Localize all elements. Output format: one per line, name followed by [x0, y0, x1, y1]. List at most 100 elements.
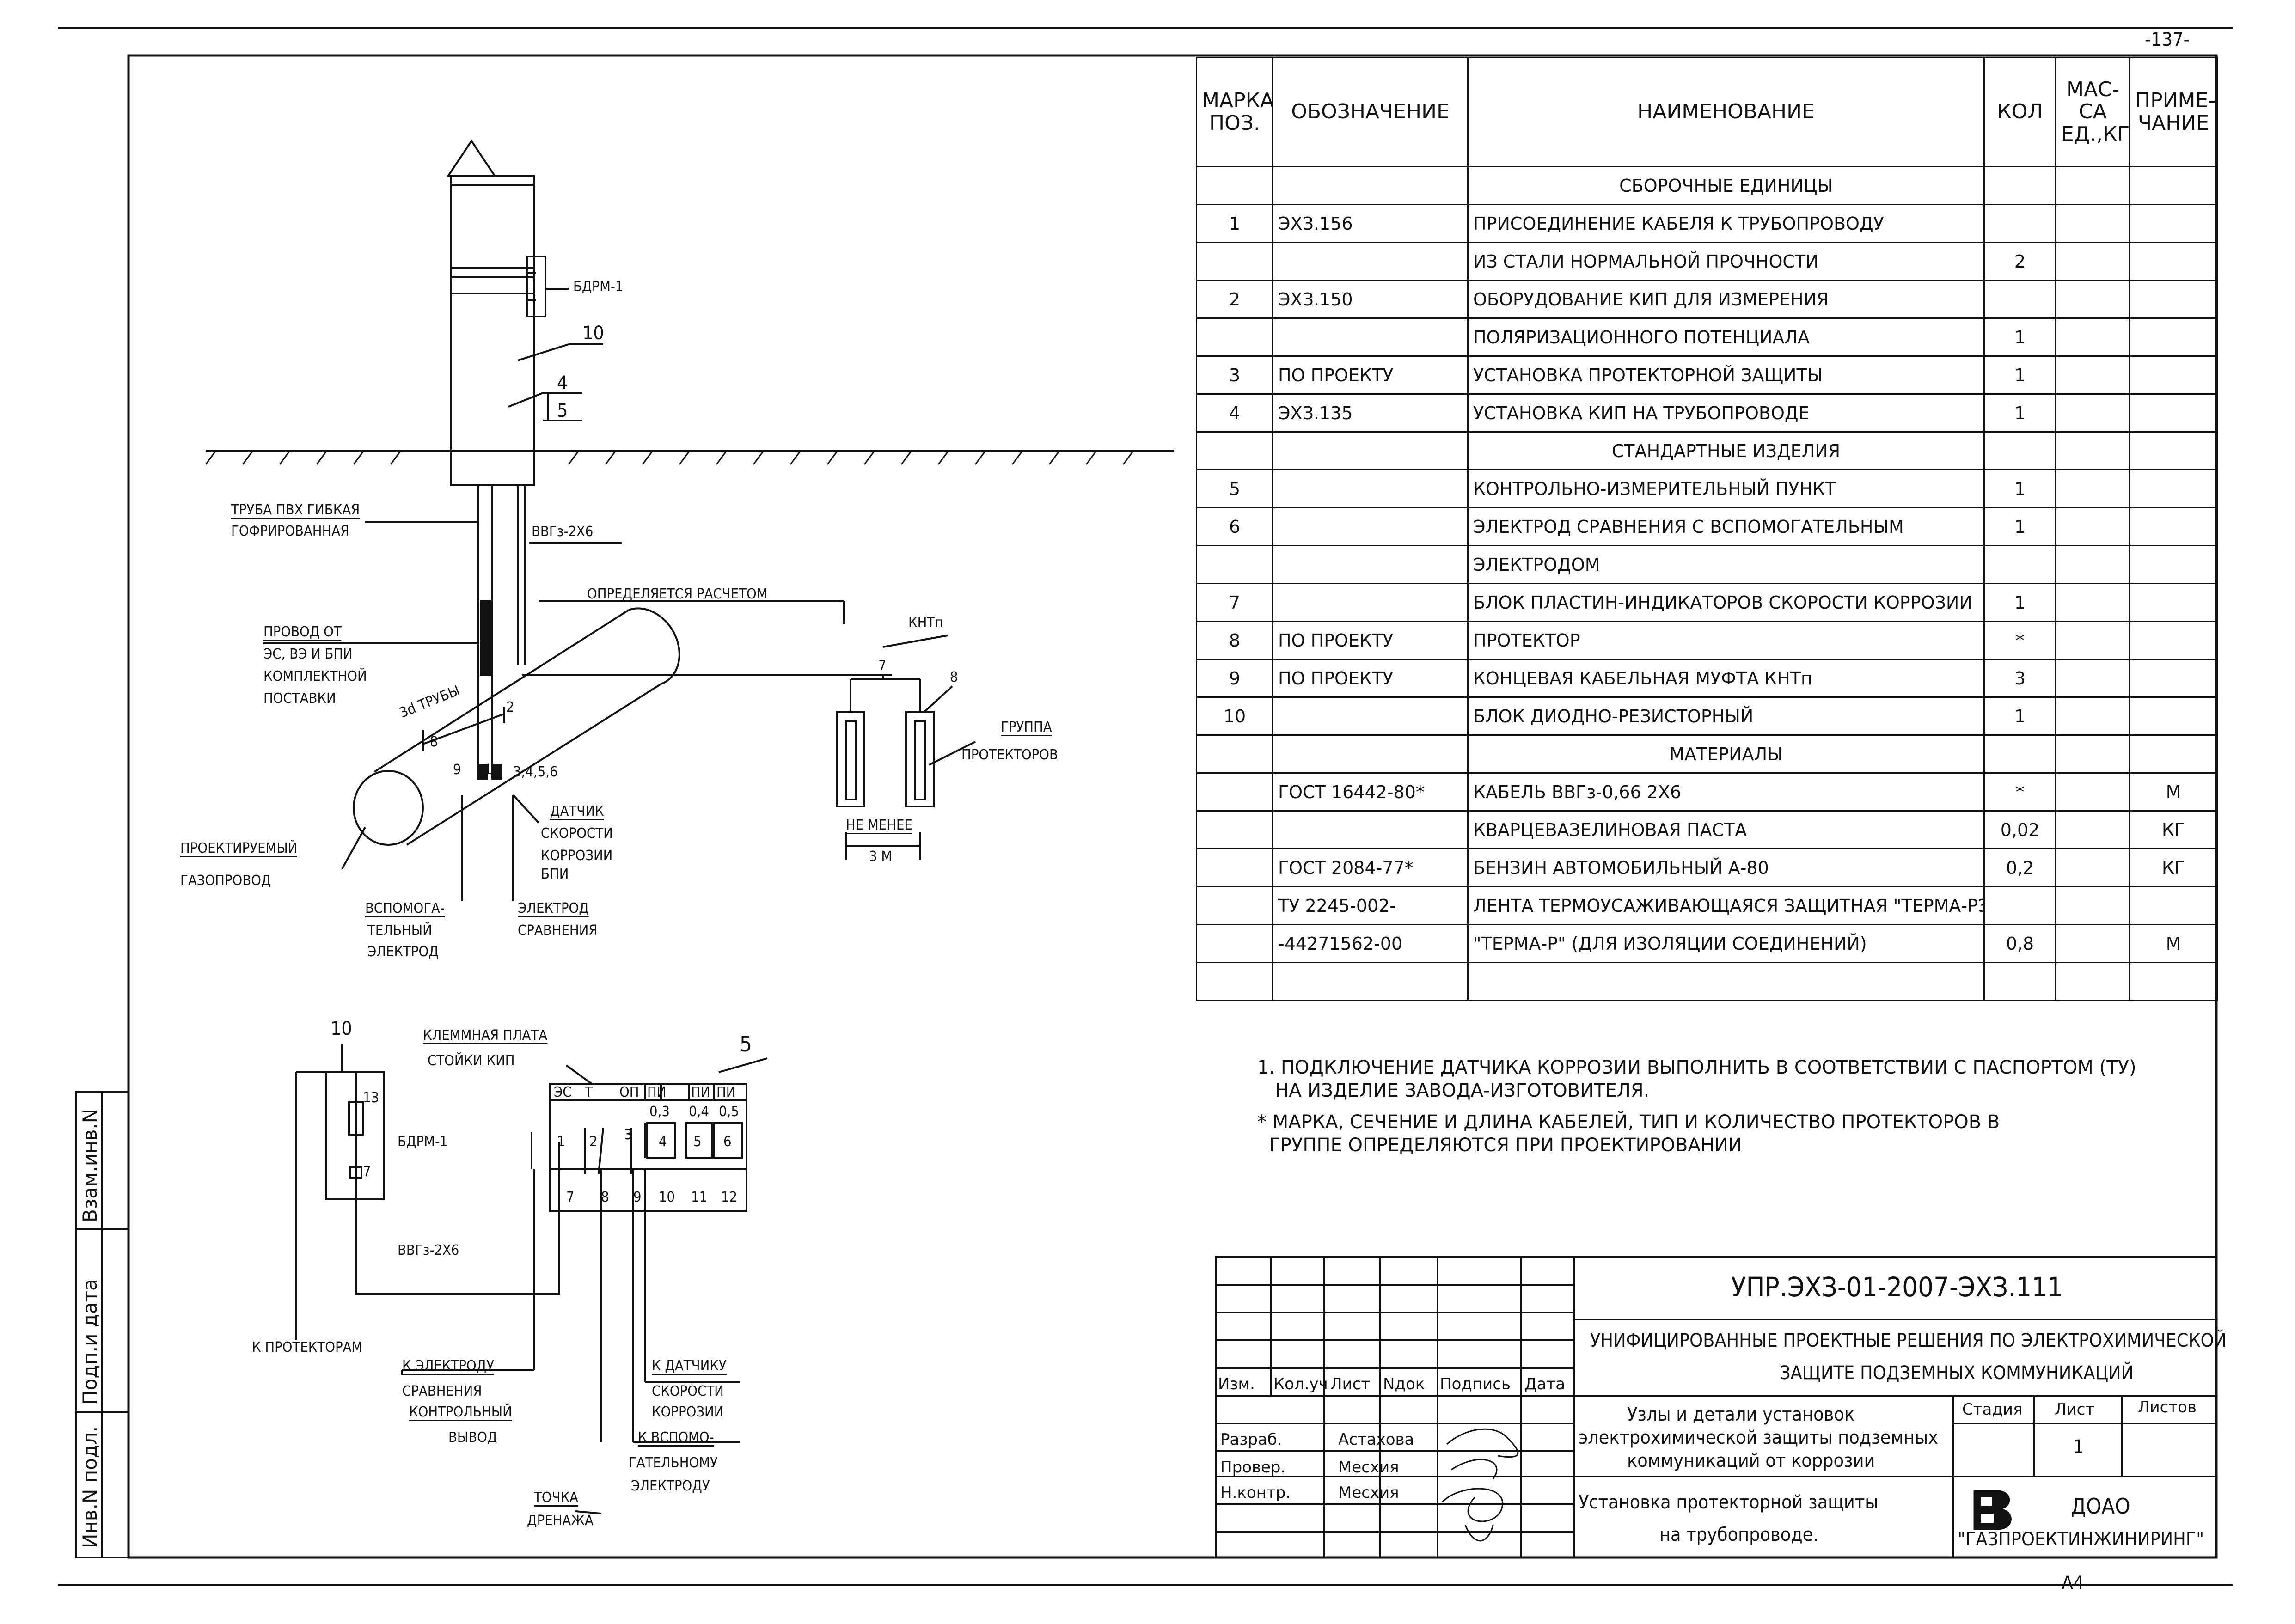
term-pi-2: ПИ — [691, 1084, 710, 1100]
pos-8b-callout: 8 — [950, 669, 958, 685]
cell-mass — [2055, 204, 2130, 243]
org-logo-icon — [1973, 1490, 2012, 1530]
cell-code: ЭХЗ.135 — [1272, 393, 1469, 433]
cell-code: ЭХЗ.156 — [1272, 204, 1469, 243]
tb-col-date: Дата — [1524, 1375, 1566, 1393]
cell-qty: 3 — [1983, 659, 2056, 698]
spec-header-row: МАРКА ПОЗ. ОБОЗНАЧЕНИЕ НАИМЕНОВАНИЕ КОЛ … — [1196, 57, 2218, 167]
sensor-label-2: СКОРОСТИ — [541, 825, 613, 842]
cell-name: БЛОК ПЛАСТИН-ИНДИКАТОРОВ СКОРОСТИ КОРРОЗ… — [1467, 583, 1985, 622]
cell-qty: 1 — [1983, 469, 2056, 508]
pi-value-2: 0,4 — [689, 1104, 709, 1120]
cell-code: ГОСТ 2084-77* — [1272, 848, 1469, 887]
pos-8-callout: 8 — [430, 734, 438, 750]
cell-code — [1272, 962, 1469, 1001]
cell-qty: * — [1983, 772, 2056, 812]
cell-mass — [2055, 924, 2130, 963]
tb-col-ndok: Nдок — [1383, 1375, 1425, 1393]
table-cell — [2129, 431, 2218, 470]
cell-qty: 0,2 — [1983, 848, 2056, 887]
table-cell — [2129, 734, 2218, 774]
to-aux-label-3: ЭЛЕКТРОДУ — [631, 1478, 710, 1494]
pi-value-1: 0,3 — [649, 1104, 670, 1120]
to-sensor-label-1: К ДАТЧИКУ — [652, 1358, 727, 1375]
table-cell — [1272, 166, 1469, 205]
project-title-2: ЗАЩИТЕ ПОДЗЕМНЫХ КОММУНИКАЦИЙ — [1780, 1362, 2134, 1384]
ref-electrode-label-1: ЭЛЕКТРОД — [518, 900, 589, 917]
cell-code: ГОСТ 16442-80* — [1272, 772, 1469, 812]
cell-name: ПРИСОЕДИНЕНИЕ КАБЕЛЯ К ТРУБОПРОВОДУ — [1467, 204, 1985, 243]
cell-pos: 4 — [1196, 393, 1273, 433]
aux-electrode-label-3: ЭЛЕКТРОД — [367, 944, 439, 960]
pipeline-label-1: ПРОЕКТИРУЕМЫЙ — [180, 840, 298, 857]
stamp-inv-orig: Инв.N подл. — [79, 1426, 101, 1548]
notes: 1. ПОДКЛЮЧЕНИЕ ДАТЧИКА КОРРОЗИИ ВЫПОЛНИТ… — [1257, 1056, 2182, 1165]
wire-label-1: ПРОВОД ОТ — [263, 624, 342, 641]
pos-5-callout: 5 — [557, 400, 568, 421]
cell-note — [2129, 886, 2218, 925]
cell-note — [2129, 545, 2218, 584]
cell-note — [2129, 317, 2218, 357]
cell-note — [2129, 696, 2218, 736]
page-number: -137- — [2145, 29, 2190, 50]
table-cell — [2055, 734, 2130, 774]
aux-electrode-label-2: ТЕЛЬНЫЙ — [367, 922, 432, 939]
bottom-num-7: 7 — [566, 1189, 575, 1205]
table-cell — [1196, 431, 1273, 470]
org-name-1: ДОАО — [2071, 1494, 2130, 1519]
cell-note — [2129, 355, 2218, 395]
to-ref-label-1: К ЭЛЕКТРОДУ — [402, 1358, 495, 1375]
wire-label-2: ЭС, ВЭ И БПИ — [263, 646, 353, 662]
drain-point-label-1: ТОЧКА — [534, 1490, 578, 1507]
pvc-pipe-label: ТРУБА ПВХ ГИБКАЯ — [231, 502, 360, 519]
cell-pos: 3 — [1196, 355, 1273, 395]
cell-pos: 7 — [1196, 583, 1273, 622]
cell-code: ЭХЗ.150 — [1272, 280, 1469, 319]
cell-note: КГ — [2129, 810, 2218, 849]
pos-5-callout-2: 5 — [740, 1032, 752, 1056]
cell-pos — [1196, 810, 1273, 849]
spec-section-row: СТАНДАРТНЫЕ ИЗДЕЛИЯ — [1196, 431, 2218, 470]
bottom-num-10: 10 — [659, 1189, 675, 1205]
cell-qty: 1 — [1983, 317, 2056, 357]
cell-code: -44271562-00 — [1272, 924, 1469, 963]
section-title: МАТЕРИАЛЫ — [1467, 734, 1985, 774]
table-row — [1196, 962, 2218, 1001]
tb-role-developer: Разраб. — [1220, 1430, 1282, 1449]
tb-name-developer: Астахова — [1338, 1430, 1414, 1449]
table-cell — [1196, 734, 1273, 774]
cell-name: ПРОТЕКТОР — [1467, 621, 1985, 660]
col-header: НАИМЕНОВАНИЕ — [1467, 57, 1985, 167]
cell-pos: 9 — [1196, 659, 1273, 698]
cell-name: ЭЛЕКТРОДОМ — [1467, 545, 1985, 584]
ref-electrode-label-2: СРАВНЕНИЯ — [518, 922, 598, 939]
cell-mass — [2055, 507, 2130, 546]
tb-col-izm: Изм. — [1218, 1375, 1255, 1393]
table-row: ЭЛЕКТРОДОМ — [1196, 545, 2218, 584]
kntp-label: КНТп — [908, 615, 943, 631]
cell-qty: 1 — [1983, 355, 2056, 395]
cell-qty: 0,02 — [1983, 810, 2056, 849]
note-1: 1. ПОДКЛЮЧЕНИЕ ДАТЧИКА КОРРОЗИИ ВЫПОЛНИТ… — [1257, 1057, 2136, 1101]
table-cell — [1983, 431, 2056, 470]
cell-pos — [1196, 886, 1273, 925]
cell-qty — [1983, 204, 2056, 243]
section-title: СТАНДАРТНЫЕ ИЗДЕЛИЯ — [1467, 431, 1985, 470]
cell-qty: 2 — [1983, 242, 2056, 281]
stamp-inv-replace: Взам.инв.N — [79, 1108, 101, 1222]
col-header: КОЛ — [1983, 57, 2056, 167]
cell-code: ПО ПРОЕКТУ — [1272, 355, 1469, 395]
cell-mass — [2055, 810, 2130, 849]
cell-code — [1272, 507, 1469, 546]
cell-name: КАБЕЛЬ ВВГз-0,66 2Х6 — [1467, 772, 1985, 812]
cell-mass — [2055, 621, 2130, 660]
cell-pos — [1196, 545, 1273, 584]
cell-note — [2129, 280, 2218, 319]
